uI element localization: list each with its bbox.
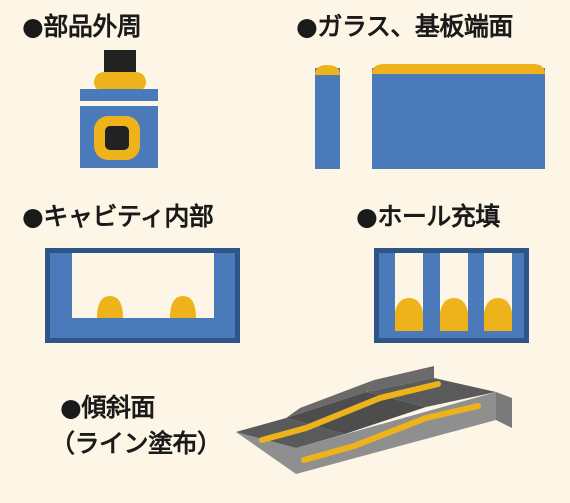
glass-thin-plate — [315, 68, 340, 169]
hole-filling-figure — [374, 248, 529, 343]
cavity-coating-right — [170, 296, 196, 318]
label-hole-filling: ●ホール充填 — [356, 202, 500, 231]
slope-upper-left — [286, 380, 374, 418]
hole-1-fill — [395, 298, 423, 331]
label-slope-line1: ●傾斜面 — [60, 393, 155, 422]
label-glass-substrate-edge: ●ガラス、基板端面 — [296, 12, 513, 41]
substrate-large-plate — [372, 68, 545, 169]
glass-edge-figure — [315, 64, 545, 169]
component-core — [105, 126, 129, 150]
cavity-coating-left — [97, 296, 123, 318]
label-parts-periphery: ●部品外周 — [22, 12, 142, 41]
substrate-edge-coating — [372, 64, 545, 74]
hole-2-fill — [440, 298, 468, 331]
label-cavity-interior: ●キャビティ内部 — [22, 202, 214, 231]
slope-top-right — [366, 378, 496, 407]
cavity-figure — [45, 248, 240, 343]
cavity-body — [50, 253, 235, 338]
coating-line-front — [301, 403, 481, 463]
component-periphery-coating — [94, 72, 146, 92]
slope-figure — [236, 366, 512, 474]
glass-thin-edge-coating — [315, 65, 340, 75]
substrate-top-bar — [80, 89, 158, 101]
slope-right-face — [496, 392, 512, 428]
label-slope-line2: （ライン塗布） — [50, 429, 222, 458]
slope-upper-back — [366, 366, 434, 392]
parts-periphery-figure — [80, 50, 158, 168]
slope-front-face — [236, 392, 496, 474]
hole-3-fill — [484, 298, 512, 331]
coating-line-back — [259, 381, 441, 443]
